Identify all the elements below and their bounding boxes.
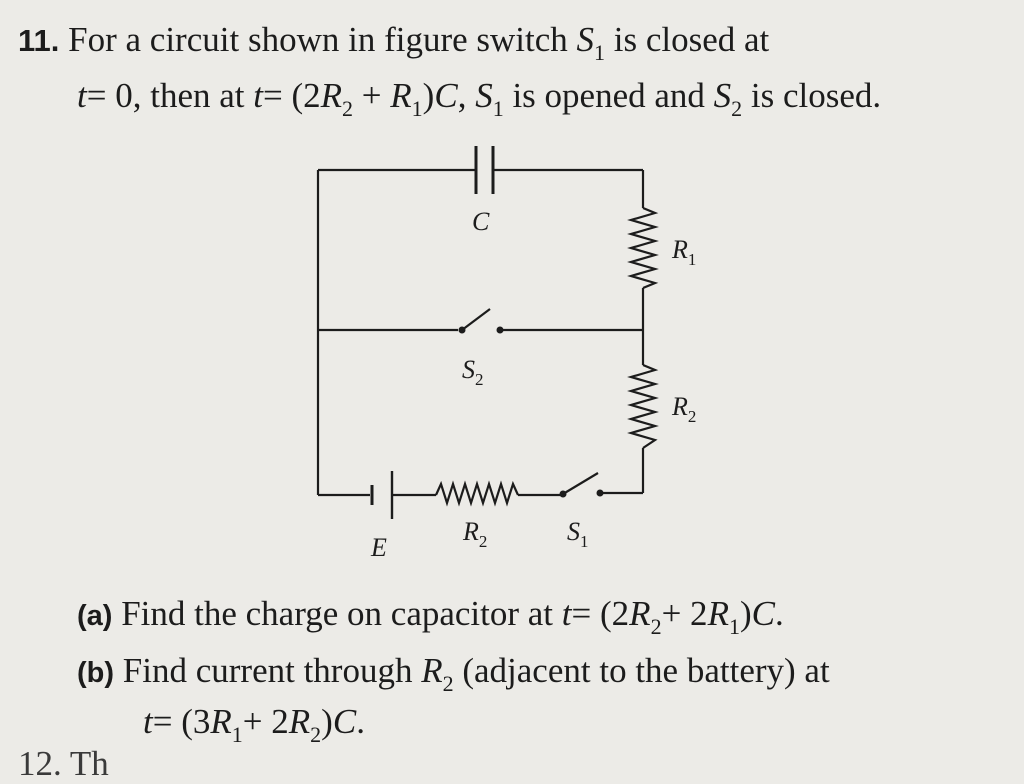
next-question-fragment: 12. Th bbox=[18, 744, 109, 783]
switch-s2-label: S2 bbox=[462, 355, 484, 389]
capacitor-label: C bbox=[472, 207, 490, 236]
circuit-diagram: C R1 S2 R2 bbox=[316, 146, 696, 562]
resistor-r2-bottom-label: R2 bbox=[462, 517, 487, 551]
part-b-line-1: (b) Find current through R2 (adjacent to… bbox=[77, 651, 830, 696]
switch-s1-symbol: S bbox=[576, 20, 595, 59]
resistor-r2-right-label: R2 bbox=[671, 392, 696, 426]
resistor-r2-bottom-symbol bbox=[434, 480, 520, 507]
resistor-r1-symbol bbox=[627, 206, 659, 290]
capacitor-symbol bbox=[474, 146, 495, 194]
question-line-2: t= 0, then at t= (2R2 + R1)C, S1 is open… bbox=[77, 76, 882, 121]
switch-s2-symbol bbox=[458, 308, 504, 334]
resistor-r2-right-symbol bbox=[627, 363, 659, 449]
resistor-r1-label: R1 bbox=[671, 235, 696, 269]
question-line-1: 11. For a circuit shown in figure switch… bbox=[18, 20, 770, 65]
part-a: (a) Find the charge on capacitor at t= (… bbox=[77, 594, 784, 639]
switch-s1-symbol bbox=[559, 472, 604, 498]
question-text-1: For a circuit shown in figure switch bbox=[68, 20, 568, 59]
part-b-label: (b) bbox=[77, 657, 115, 689]
question-text-1-tail: is closed at bbox=[613, 20, 770, 59]
battery-symbol bbox=[370, 471, 394, 519]
textbook-page: 11. For a circuit shown in figure switch… bbox=[18, 20, 882, 783]
part-b-line-2: t= (3R1+ 2R2)C. bbox=[143, 702, 365, 747]
question-number: 11. bbox=[18, 23, 60, 58]
battery-label: E bbox=[370, 533, 387, 562]
part-a-label: (a) bbox=[77, 600, 113, 632]
switch-s1-label: S1 bbox=[567, 517, 589, 551]
